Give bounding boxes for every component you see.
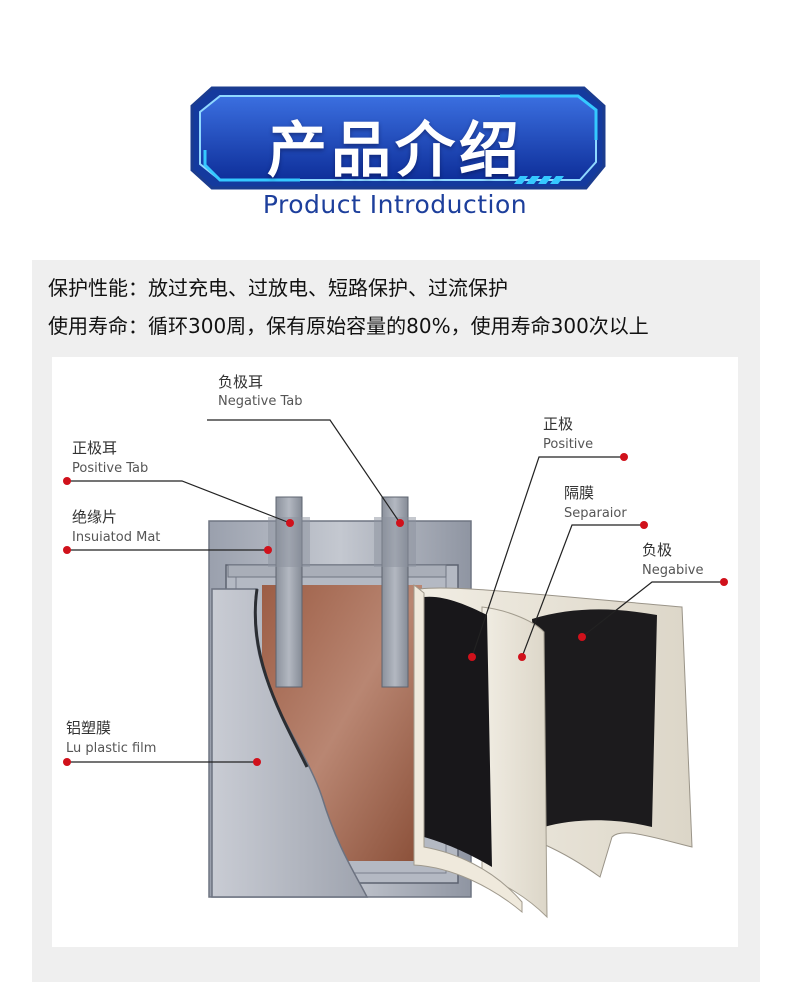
label-negative-tab-cn: 负极耳: [218, 373, 264, 391]
banner-frame: [190, 86, 606, 190]
label-separator-en: Separaior: [564, 506, 627, 521]
label-negative-cn: 负极: [642, 541, 673, 559]
label-positive-en: Positive: [543, 437, 594, 452]
label-negative-en: Negabive: [642, 563, 704, 578]
header-banner: 产品介绍 Product Introduction: [0, 0, 790, 260]
label-film-en: Lu plastic film: [66, 741, 157, 756]
page-subtitle: Product Introduction: [262, 190, 528, 219]
battery-illustration: [63, 419, 728, 919]
label-positive-tab-cn: 正极耳: [72, 439, 118, 457]
spec-lifespan: 使用寿命：循环300周，保有原始容量的80%，使用寿命300次以上: [48, 314, 649, 338]
page-title: 产品介绍: [267, 116, 523, 186]
label-positive-cn: 正极: [543, 415, 574, 433]
label-insulation-en: Insuiatod Mat: [72, 530, 161, 545]
label-positive-tab-en: Positive Tab: [72, 461, 149, 476]
spec-protection: 保护性能：放过充电、过放电、短路保护、过流保护: [48, 276, 508, 300]
battery-diagram: 负极耳 Negative Tab 正极耳 Positive Tab 绝缘片 In…: [52, 357, 738, 947]
label-film-cn: 铝塑膜: [66, 719, 112, 737]
label-negative-tab-en: Negative Tab: [218, 394, 303, 409]
label-insulation-cn: 绝缘片: [72, 508, 118, 526]
label-separator-cn: 隔膜: [564, 484, 595, 502]
